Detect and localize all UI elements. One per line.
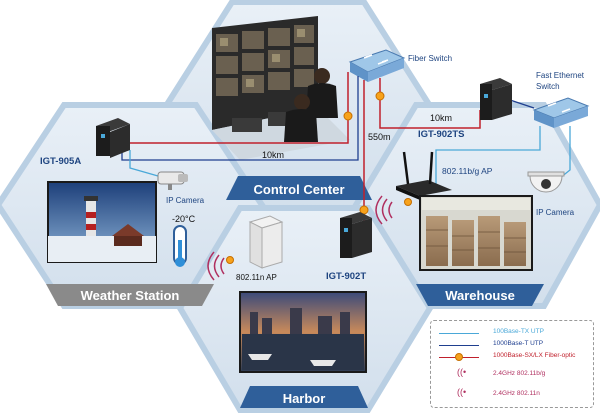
wifi-n-badge [226,256,234,264]
region-label-warehouse: Warehouse [445,288,515,303]
legend-item-80211bg: ((• 2.4GHz 802.11b/g [431,367,591,383]
region-bar-warehouse: Warehouse [416,284,544,306]
fiber-switch-label: Fiber Switch [408,54,452,63]
region-bar-weather-station: Weather Station [46,284,214,306]
distance-10km-left: 10km [262,150,284,160]
fast-ethernet-switch-icon [532,97,590,128]
ip-camera-weather-label: IP Camera [166,196,205,205]
thermometer-label: -20°C [172,214,196,224]
igt-902ts-label: IGT-902TS [418,129,464,140]
fast-ethernet-switch-label-2: Switch [536,82,560,91]
legend: 100Base-TX UTP 1000Base-T UTP 1000Base-S… [430,320,594,408]
fast-ethernet-link-ap [435,126,541,186]
wifi-signal-80211n-icon [207,251,225,281]
wifi-bg-badge [404,198,412,206]
fiber-switch-icon [348,49,406,82]
igt-902ts-device-icon [480,78,512,120]
fiber-connector-dots [343,91,385,215]
wifi-signal-80211bg-icon [375,195,393,225]
fiber-connector-icon [455,353,463,361]
distance-550m: 550m [368,132,391,142]
ap-80211bg-icon [396,151,452,200]
video-wall-image [212,16,350,160]
igt-902t-label: IGT-902T [326,271,366,282]
region-label-harbor: Harbor [283,391,326,406]
ip-camera-weather-icon [157,171,188,190]
lighthouse-photo [47,181,157,263]
wifi-icon: ((• [457,387,467,397]
legend-item-100base-tx: 100Base-TX UTP [431,327,591,341]
legend-item-1000base-t: 1000Base-T UTP [431,339,591,353]
ap-80211n-icon [248,215,284,269]
legend-label: 1000Base-T UTP [493,340,544,347]
legend-swatch [439,345,479,346]
ap-80211bg-label: 802.11b/g AP [442,166,493,176]
fiber-link-weather-station [130,72,349,144]
region-bar-harbor: Harbor [240,386,368,408]
distance-10km-right: 10km [430,113,452,123]
legend-item-fiber: 1000Base-SX/LX Fiber-optic [431,351,591,365]
legend-label: 1000Base-SX/LX Fiber-optic [493,352,576,359]
harbor-photo [239,291,367,373]
region-label-control-center: Control Center [254,182,345,197]
igt-905a-device-icon [96,118,130,158]
legend-label: 2.4GHz 802.11b/g [493,370,546,377]
warehouse-photo [419,195,533,271]
utp-link-fast-ethernet [509,99,535,109]
igt-902t-device-icon [340,212,372,258]
legend-swatch [439,333,479,334]
wifi-icon: ((• [457,367,467,377]
legend-item-80211n: ((• 2.4GHz 802.11n [431,387,591,403]
legend-label: 100Base-TX UTP [493,328,544,335]
fast-ethernet-switch-label-1: Fast Ethernet [536,71,585,80]
ip-camera-warehouse-label: IP Camera [536,208,575,217]
dome-camera-warehouse-icon [527,171,565,193]
ap-80211n-label: 802.11n AP [236,273,277,282]
region-bar-control-center: Control Center [226,176,372,200]
utp-link-weather-camera [129,150,159,177]
legend-label: 2.4GHz 802.11n [493,390,540,397]
thermometer-icon [173,225,187,267]
region-label-weather-station: Weather Station [81,288,180,303]
operator-figures [284,68,338,142]
igt-905a-label: IGT-905A [40,156,81,167]
utp-link-weather-station [121,76,359,161]
